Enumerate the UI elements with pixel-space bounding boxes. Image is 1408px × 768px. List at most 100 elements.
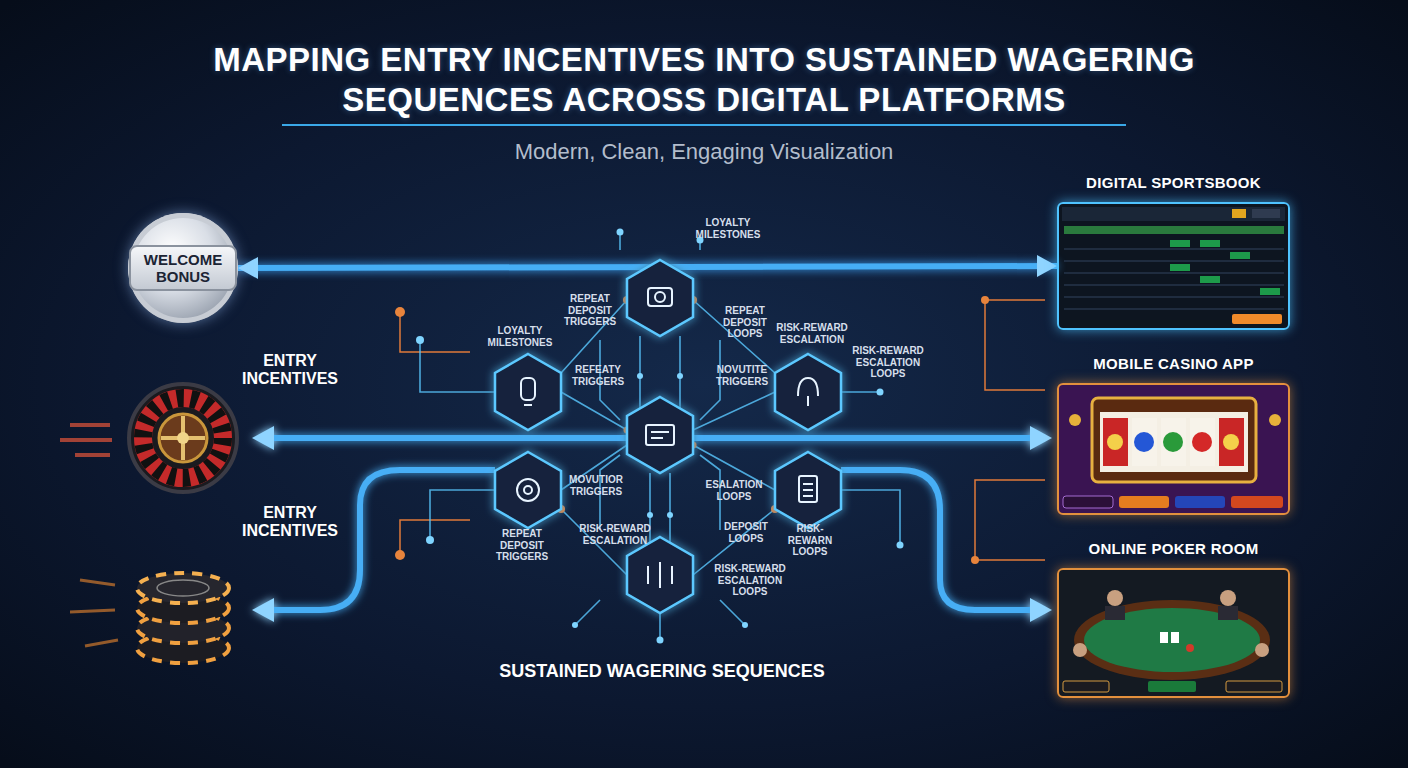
hexagon <box>627 260 693 336</box>
arrow-head <box>238 257 258 279</box>
row-head <box>1064 226 1284 234</box>
stage-label: MOVUTIOR TRIGGERS <box>564 474 628 497</box>
arrow-head <box>252 598 274 622</box>
stage-label: REPEAT DEPOSIT TRIGGERS <box>555 293 625 328</box>
stage-label: RISK-REWARD ESCALATION LOOPS <box>843 345 933 380</box>
screen-bg <box>1057 383 1290 515</box>
wheel-center <box>177 432 189 444</box>
arrow-head <box>252 426 274 450</box>
symbol <box>1223 434 1239 450</box>
trace <box>420 232 900 545</box>
header-chip <box>1232 209 1246 218</box>
chip-inlay <box>157 580 209 596</box>
dot <box>877 389 884 396</box>
stage-label: ESALATION LOOPS <box>701 479 767 502</box>
stage-label: LOYALTY MILESTONES <box>485 325 555 348</box>
doc-icon <box>803 484 813 496</box>
gear-icon <box>524 486 532 494</box>
player <box>1220 590 1236 606</box>
subtitle: Modern, Clean, Engaging Visualization <box>354 139 1054 164</box>
hexagon <box>775 354 841 430</box>
camera-icon <box>648 288 672 306</box>
section-label: ENTRY INCENTIVES <box>225 352 355 389</box>
hexagon <box>495 354 561 430</box>
dot <box>742 622 748 628</box>
dot <box>667 512 673 518</box>
chip <box>137 573 229 603</box>
bulb-icon <box>521 378 535 400</box>
game-button <box>1063 496 1113 508</box>
screen-heading: ONLINE POKER ROOM <box>1088 540 1258 557</box>
hook-icon <box>798 378 818 406</box>
hex-icons <box>517 288 818 588</box>
dot <box>637 373 643 379</box>
chip <box>1186 644 1194 652</box>
stage-label: RISK-REWARD ESCALATION LOOPS <box>706 563 794 598</box>
stage-label: RISK-REWARD ESCALATION <box>577 523 653 546</box>
badge-text: WELCOME BONUS <box>129 245 237 291</box>
diagram-title: MAPPING ENTRY INCENTIVES INTO SUSTAINED … <box>174 40 1234 120</box>
game-button <box>1148 681 1196 692</box>
dot <box>617 229 624 236</box>
platform-screen: DIGITAL SPORTSBOOK <box>1057 202 1290 330</box>
title-underline-glow <box>500 124 900 127</box>
stage-label: NOVUTITE TRIGGERS <box>707 364 777 387</box>
doc-icon <box>799 476 817 502</box>
section-label: SUSTAINED WAGERING SEQUENCES <box>452 661 872 682</box>
card-icon <box>651 432 669 438</box>
reel <box>1161 418 1186 466</box>
orange-traces <box>400 300 1045 560</box>
people-icon <box>648 562 672 588</box>
row-line <box>1064 285 1284 286</box>
card-icon <box>646 425 674 445</box>
symbol <box>1134 432 1154 452</box>
odds-cell <box>1260 288 1280 295</box>
slot-symbols <box>1103 418 1244 466</box>
game-button <box>1175 496 1225 508</box>
stage-label: REPEAT DEPOSIT LOOPS <box>710 305 780 340</box>
section-label: ENTRY INCENTIVES <box>225 504 355 541</box>
dot <box>426 536 434 544</box>
game-button <box>1231 496 1283 508</box>
screen-heading: DIGITAL SPORTSBOOK <box>1086 174 1261 191</box>
slot-frame <box>1092 398 1256 482</box>
side-icon <box>1269 414 1281 426</box>
platform-screen: ONLINE POKER ROOM <box>1057 568 1290 698</box>
trace <box>400 520 470 555</box>
bonus-badge: WELCOME BONUS <box>128 213 238 323</box>
hexagon <box>627 537 693 613</box>
wheel-black <box>143 398 223 478</box>
reel <box>1132 418 1157 466</box>
trace <box>985 300 1045 390</box>
header-bar <box>1062 207 1285 221</box>
odds-cell <box>1170 264 1190 271</box>
flow-line <box>841 470 1040 610</box>
row-line <box>1064 273 1284 274</box>
roulette-wheel <box>60 384 237 492</box>
odds-cell <box>1230 252 1250 259</box>
header-chip <box>1252 209 1280 218</box>
motion-streak <box>60 425 112 455</box>
reel <box>1190 418 1215 466</box>
dot <box>897 542 904 549</box>
poker-screen <box>1057 568 1290 698</box>
motion-streak <box>70 580 118 646</box>
dot <box>981 296 989 304</box>
casino-screen <box>1057 383 1290 515</box>
arrow-head <box>1030 598 1052 622</box>
row-line <box>1064 261 1284 262</box>
arrow-head <box>1030 426 1052 450</box>
dot <box>971 556 979 564</box>
trace <box>400 312 470 352</box>
gear-icon <box>517 479 539 501</box>
player <box>1218 606 1238 620</box>
stage-label: REFEATY TRIGGERS <box>566 364 630 387</box>
odds-cell <box>1170 240 1190 247</box>
odds-cell <box>1200 240 1220 247</box>
game-button <box>1119 496 1169 508</box>
stage-label: RISK-REWARN LOOPS <box>776 523 844 558</box>
trace <box>975 480 1045 560</box>
player <box>1073 643 1087 657</box>
screen-heading: MOBILE CASINO APP <box>1093 355 1253 372</box>
